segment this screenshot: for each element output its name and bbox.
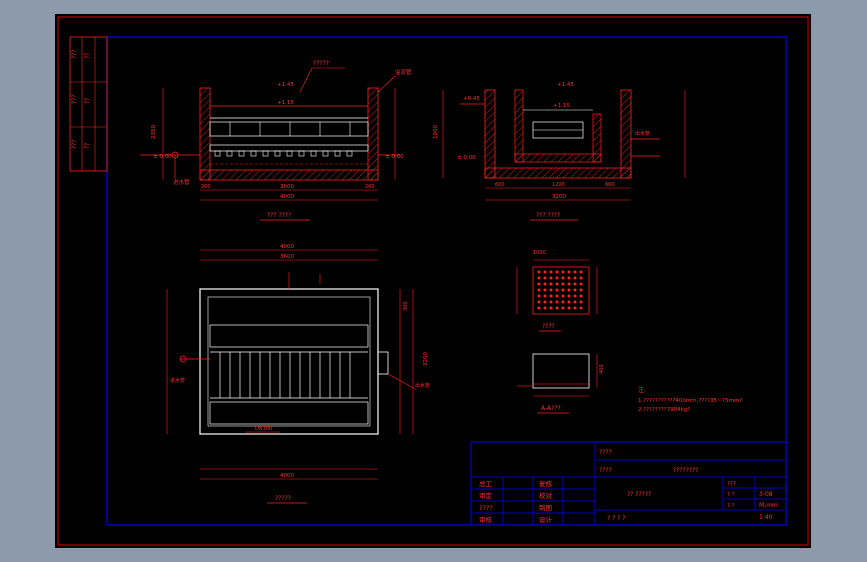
tb-role-1: 总工 <box>479 479 493 488</box>
side-strip-item-2: ?? <box>84 53 91 59</box>
tb-company-top: ???? <box>599 467 612 474</box>
drawing-sheet: ??? ?? ??? ?? ??? ?? <box>55 14 811 548</box>
grating-label: ????? <box>313 60 329 67</box>
sec-b-water-elev: +1.15 <box>553 103 570 109</box>
tb-role-3: ???? <box>479 504 493 512</box>
tb-role-2: 审定 <box>479 491 493 500</box>
sec-a-total: 4000 <box>280 194 294 200</box>
detail-bottom-title: A-A??? <box>541 405 561 412</box>
inlet-label-a: 进水管 <box>173 178 190 186</box>
detail-hole-grid <box>537 270 583 310</box>
sec-a-side-1: 200 <box>201 184 211 190</box>
drawing-svg: ??? ?? ??? ?? ??? ?? <box>57 16 809 546</box>
sec-b-seg-2: 1200 <box>552 182 565 188</box>
sec-a-top-elev: +1.45 <box>277 82 294 88</box>
detail-view: 1000 ???? 400 A-A??? <box>516 250 605 414</box>
title-block: ???? ???? ???????? ?? ????? ? ? ? ? 总工 审… <box>470 441 787 526</box>
side-strip-item-1: ??? <box>71 49 78 59</box>
tb-scale-label: ? ? <box>727 503 735 509</box>
section-a-title: ??? ???? <box>267 212 291 219</box>
plan-title: ????? <box>275 495 291 502</box>
side-strip: ??? ?? ??? ?? ??? ?? <box>69 36 108 172</box>
tb-scale: 1:40 <box>759 514 773 521</box>
notes-heading: 注: <box>638 386 646 394</box>
sec-a-water-elev: +1.15 <box>277 100 294 106</box>
tb-company-main: ???????? <box>673 467 698 474</box>
plan-seg-right: 300 <box>403 301 409 311</box>
tb-drawing-no-label: ??? <box>727 481 736 487</box>
plan-inner-top: 3600 <box>280 254 294 260</box>
outer-frame <box>57 16 809 546</box>
side-strip-item-4: ?? <box>84 98 91 104</box>
section-a-view: ????? +1.45 +1.15 ± 0.00 ± 0.00 溢流管 进水管 … <box>140 60 412 221</box>
tb-project: ???? <box>599 449 612 456</box>
detail-title: ???? <box>542 323 555 330</box>
sec-b-height: 1900 <box>433 125 439 139</box>
tb-role-4: 审核 <box>479 515 493 524</box>
plan-total-top: 4000 <box>280 244 294 250</box>
notes-line-1: 1.???????????400mm,????35~75mm? <box>638 398 742 404</box>
tb-col2-1: 复核 <box>539 479 553 488</box>
tb-col2-4: 设计 <box>539 515 553 524</box>
outlet-label-b: 出水管 <box>635 130 650 137</box>
overflow-label-a: 溢流管 <box>395 68 412 76</box>
plan-view: 4000 3600 出水管 <box>166 244 430 504</box>
sec-b-seg-3: 600 <box>605 182 615 188</box>
notes: 注: 1.???????????400mm,????35~75mm? 2.???… <box>638 386 742 413</box>
side-strip-item-5: ??? <box>71 139 78 149</box>
tb-drawing-no: 3-08 <box>759 491 773 498</box>
sec-b-seg-1: 600 <box>495 182 505 188</box>
notes-line-2: 2.????????7984kg? <box>638 407 690 413</box>
sec-a-side-2: 200 <box>365 184 375 190</box>
side-strip-item-3: ??? <box>71 94 78 104</box>
detail-side: 400 <box>599 364 605 374</box>
inner-frame <box>106 36 787 526</box>
tb-bottom-row: ? ? ? ? <box>607 515 625 522</box>
tb-col2-2: 校对 <box>539 491 553 500</box>
sec-b-total: 3200 <box>552 194 566 200</box>
sec-b-mid-elev: +0.45 <box>463 96 480 102</box>
inlet-label-plan: 进水管 <box>170 377 185 384</box>
outlet-label-plan: 出水管 <box>415 382 430 389</box>
sec-b-top-elev: +1.45 <box>557 82 574 88</box>
tb-unit-label: ? ? <box>727 492 735 498</box>
tb-col2-3: 制图 <box>539 503 552 512</box>
sec-a-height: 2350 <box>151 125 157 139</box>
side-strip-item-6: ?? <box>84 143 91 149</box>
sec-a-left-elev: ± 0.00 <box>153 154 172 160</box>
plan-pipe: DN100 <box>255 426 272 432</box>
section-b-title: ??? ???? <box>536 212 560 219</box>
tb-unit: M,mm <box>759 502 778 509</box>
tb-drawing-name: ?? ????? <box>627 491 651 498</box>
detail-dim: 1000 <box>533 250 546 256</box>
sec-b-bottom-elev: ± 0.00 <box>457 155 476 161</box>
sec-a-right-elev: ± 0.00 <box>385 154 404 160</box>
sec-a-inner: 3600 <box>280 184 294 190</box>
section-b-view: +1.45 +1.15 +0.45 ± 0.00 出水管 1900 600 12… <box>433 82 686 221</box>
plan-height: 3200 <box>423 352 429 366</box>
plan-total-bottom: 4000 <box>280 473 294 479</box>
